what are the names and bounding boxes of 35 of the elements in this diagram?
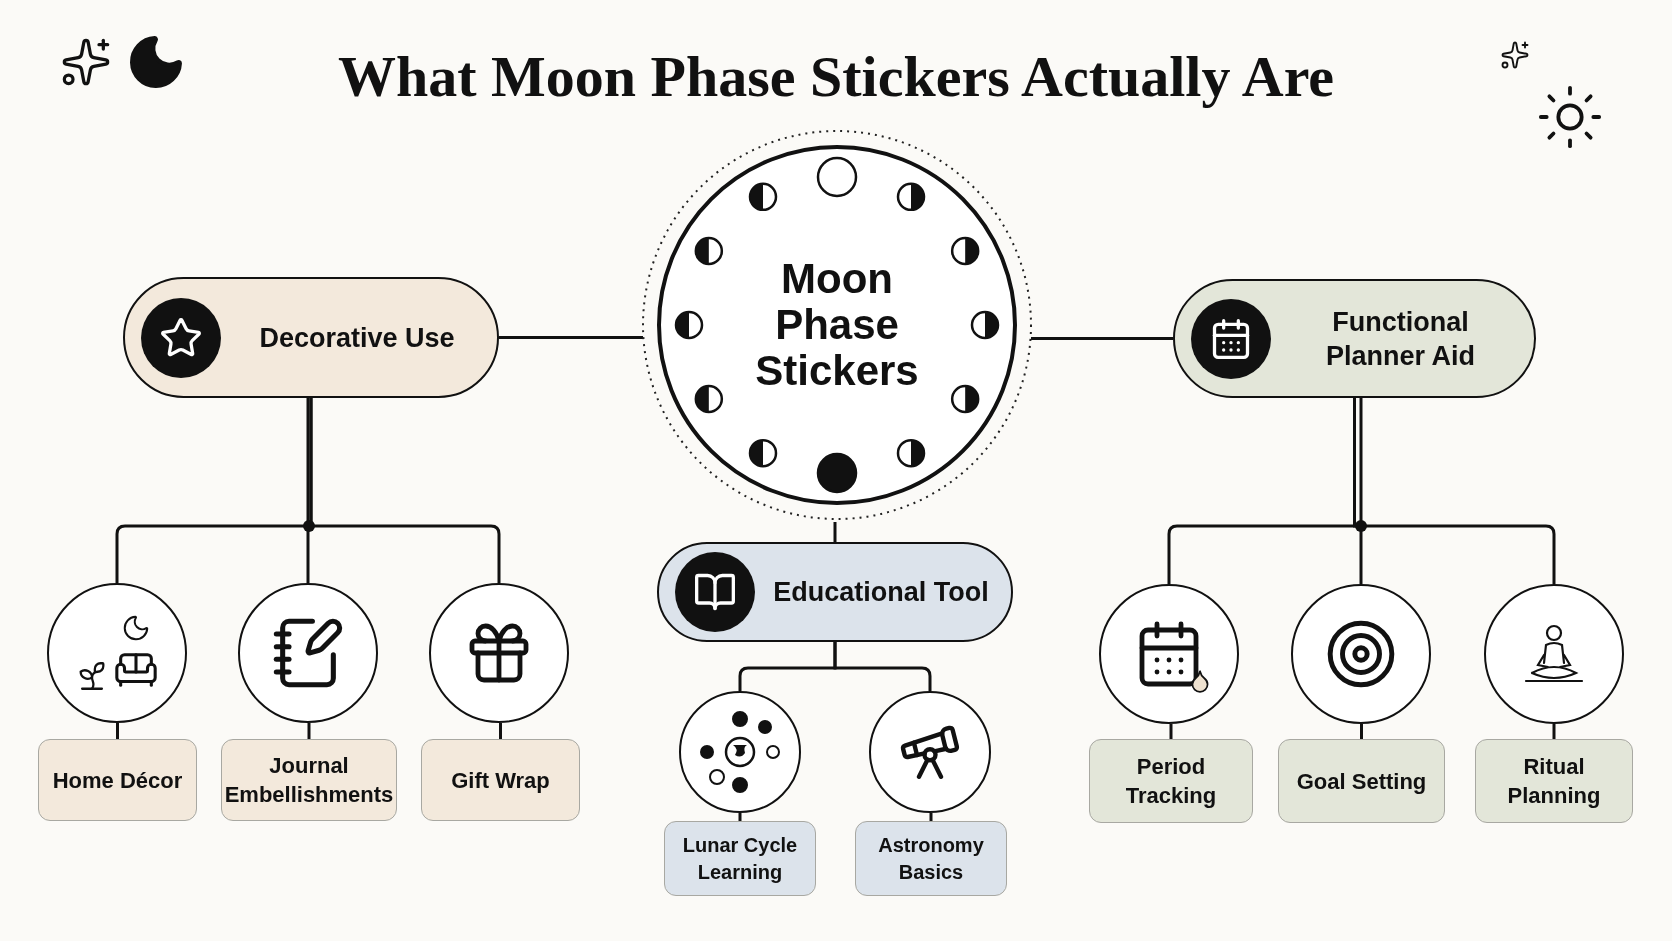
connector-line [1169, 724, 1173, 739]
connector-line [1359, 398, 1363, 584]
category-label: Educational Tool [773, 576, 989, 609]
connector-line [929, 813, 933, 821]
label-card [38, 739, 197, 821]
label-card [1475, 739, 1633, 823]
connector-line [1552, 724, 1556, 739]
connector-line [738, 813, 742, 821]
label-card [1089, 739, 1253, 823]
hub-title: Moon Phase Stickers [754, 256, 920, 394]
label-card [221, 739, 397, 821]
connector-line [499, 336, 643, 339]
item-label: Astronomy Basics [877, 832, 985, 885]
category-label: Functional Planner Aid [1325, 305, 1476, 373]
item-label: Home Décor [52, 766, 183, 795]
label-card [1278, 739, 1445, 823]
category-label: Decorative Use [259, 321, 455, 355]
item-label: Gift Wrap [451, 766, 550, 795]
label-card [421, 739, 580, 821]
connector-line [1360, 724, 1363, 739]
item-label: Lunar Cycle Learning [681, 832, 799, 885]
label-card [664, 821, 816, 896]
connector-line [309, 398, 501, 583]
item-label: Goal Setting [1296, 767, 1427, 796]
label-card [855, 821, 1007, 896]
item-label: Ritual Planning [1506, 753, 1602, 810]
connector-line [307, 723, 311, 739]
item-label: Journal Embellishments [224, 752, 394, 809]
connector-line [833, 522, 837, 542]
connector-line [1031, 337, 1173, 340]
connector-line [499, 723, 502, 739]
item-label: Period Tracking [1124, 753, 1218, 810]
title: What Moon Phase Stickers Actually Are [337, 43, 1335, 111]
connector-line [306, 398, 310, 583]
connector-line [116, 723, 119, 739]
